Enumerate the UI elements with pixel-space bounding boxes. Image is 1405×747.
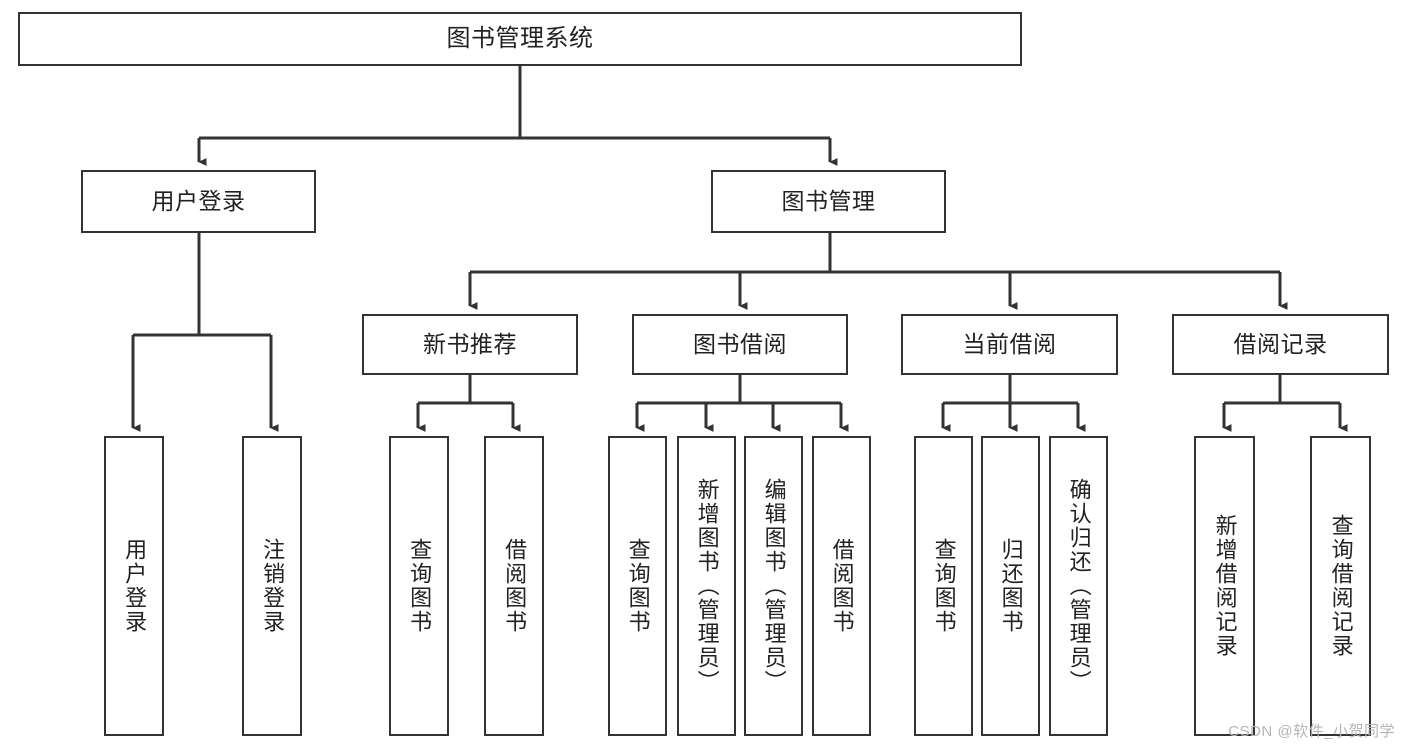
- node-label: 图书管理系统: [446, 24, 594, 52]
- node-label: 查询借阅记录: [1328, 514, 1354, 658]
- node-leaf-return-book[interactable]: 归还图书: [981, 436, 1040, 736]
- node-leaf-add-borrow-record[interactable]: 新增借阅记录: [1194, 436, 1255, 736]
- csdn-watermark: CSDN @软件_小贺同学: [1228, 723, 1395, 740]
- node-borrow-record[interactable]: 借阅记录: [1172, 314, 1389, 375]
- node-label: 用户登录: [151, 187, 246, 214]
- node-user-login[interactable]: 用户登录: [81, 170, 316, 233]
- node-leaf-query-book-recommend[interactable]: 查询图书: [389, 436, 449, 736]
- node-leaf-borrow-book-recommend[interactable]: 借阅图书: [484, 436, 544, 736]
- node-label: 新书推荐: [423, 330, 517, 357]
- node-leaf-query-borrow-record[interactable]: 查询借阅记录: [1310, 436, 1371, 736]
- node-label: 注销登录: [260, 538, 286, 634]
- node-label: 借阅图书: [829, 538, 855, 634]
- node-leaf-logout[interactable]: 注销登录: [242, 436, 302, 736]
- node-label: 查询图书: [625, 538, 651, 634]
- node-leaf-edit-book-admin[interactable]: 编辑图书（管理员）: [744, 436, 803, 736]
- node-label: 确认归还（管理员）: [1066, 478, 1092, 694]
- node-label: 当前借阅: [962, 330, 1057, 357]
- node-leaf-add-book-admin[interactable]: 新增图书（管理员）: [677, 436, 736, 736]
- node-current-borrow[interactable]: 当前借阅: [901, 314, 1118, 375]
- node-label: 图书借阅: [693, 330, 787, 357]
- node-book-borrow[interactable]: 图书借阅: [632, 314, 848, 375]
- node-label: 查询图书: [931, 538, 957, 634]
- node-label: 归还图书: [998, 538, 1024, 634]
- node-leaf-borrow-book[interactable]: 借阅图书: [812, 436, 871, 736]
- node-label: 借阅记录: [1233, 330, 1328, 357]
- node-book-management[interactable]: 图书管理: [711, 170, 946, 233]
- node-leaf-query-book-current[interactable]: 查询图书: [914, 436, 973, 736]
- node-new-book-recommend[interactable]: 新书推荐: [362, 314, 578, 375]
- node-label: 编辑图书（管理员）: [761, 478, 787, 694]
- node-leaf-confirm-return-admin[interactable]: 确认归还（管理员）: [1049, 436, 1108, 736]
- node-root-book-management-system[interactable]: 图书管理系统: [18, 12, 1022, 66]
- node-label: 借阅图书: [502, 538, 528, 634]
- node-label: 图书管理: [781, 187, 876, 214]
- node-label: 用户登录: [122, 538, 148, 634]
- node-label: 新增图书（管理员）: [694, 478, 720, 694]
- node-label: 查询图书: [407, 538, 433, 634]
- node-leaf-user-login[interactable]: 用户登录: [104, 436, 164, 736]
- node-label: 新增借阅记录: [1212, 514, 1238, 658]
- node-leaf-query-book-borrow[interactable]: 查询图书: [608, 436, 667, 736]
